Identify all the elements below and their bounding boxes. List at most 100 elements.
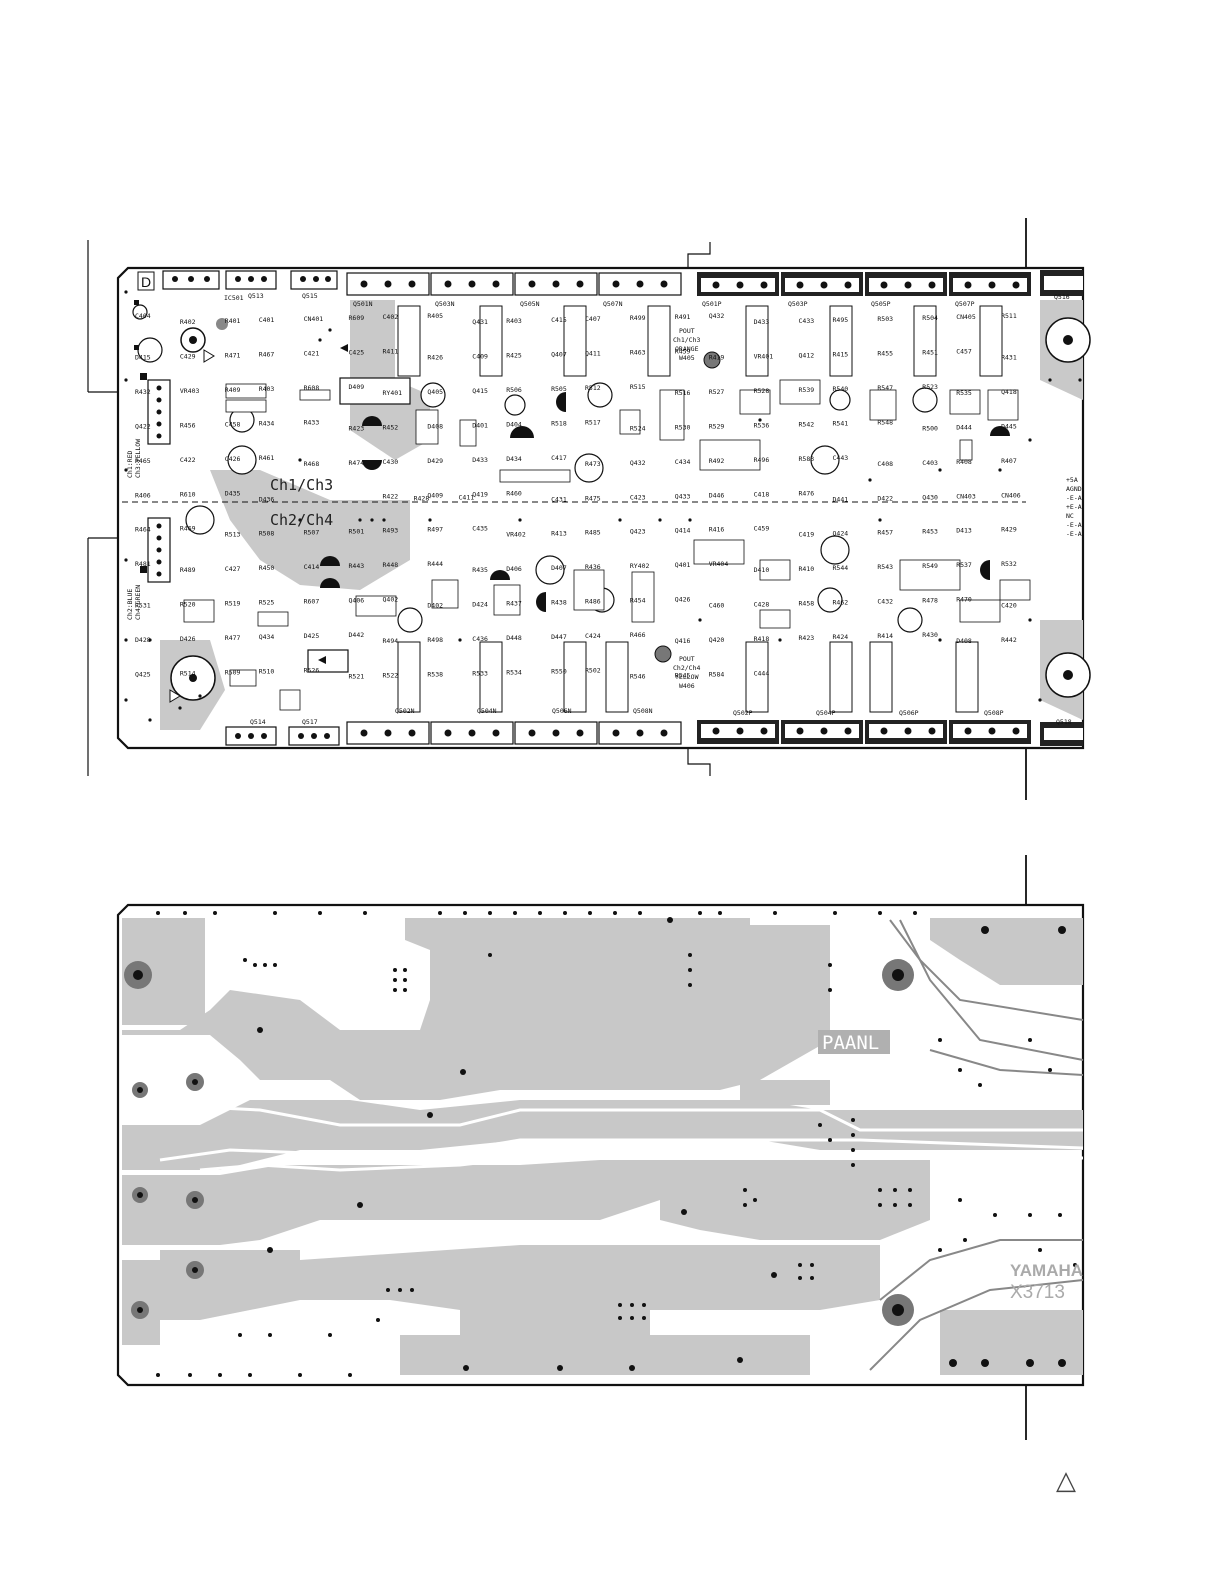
svg-text:Q505P: Q505P <box>871 300 891 308</box>
corner-mark-box <box>137 271 155 291</box>
component-label: R474 <box>349 459 365 467</box>
to92-transistors <box>134 300 1010 612</box>
component-label: R607 <box>304 598 320 606</box>
component-label: VR401 <box>754 353 774 361</box>
component-label: C426 <box>225 455 241 463</box>
component-label: R407 <box>1001 457 1017 465</box>
component-label: R413 <box>551 530 567 538</box>
component-label: R528 <box>754 387 770 395</box>
component-label: Q420 <box>709 636 725 644</box>
component-label: R515 <box>630 383 646 391</box>
component-label: R453 <box>922 528 938 536</box>
component-label: D441 <box>833 495 849 503</box>
component-label: R507 <box>304 529 320 537</box>
component-label: Q422 <box>135 422 151 430</box>
component-label: CN401 <box>304 315 324 323</box>
svg-text:-E-A: -E-A <box>1066 494 1082 502</box>
component-label: D429 <box>427 457 443 465</box>
component-label: R477 <box>225 634 241 642</box>
svg-text:W406: W406 <box>679 682 695 690</box>
component-label: R415 <box>833 351 849 359</box>
component-label: C427 <box>225 565 241 573</box>
component-label: D413 <box>956 527 972 535</box>
component-label: R473 <box>585 460 601 468</box>
component-label: R492 <box>709 457 725 465</box>
component-label: R455 <box>877 350 893 358</box>
component-label: R537 <box>956 561 972 569</box>
component-label: C458 <box>225 420 241 428</box>
component-label: Q418 <box>1001 388 1017 396</box>
component-label: C414 <box>304 563 320 571</box>
component-label: R517 <box>585 418 601 426</box>
component-label: R416 <box>709 526 725 534</box>
component-label: R481 <box>135 560 151 568</box>
component-label: C433 <box>799 317 815 325</box>
component-label: Q411 <box>585 350 601 358</box>
component-label: D447 <box>551 633 567 641</box>
component-label: R540 <box>833 385 849 393</box>
component-label: C435 <box>472 525 488 533</box>
component-label: C419 <box>799 531 815 539</box>
svg-text:Q504P: Q504P <box>816 709 836 717</box>
component-label: R534 <box>506 669 522 677</box>
component-side-board: D Ch1/Ch3 Ch2/Ch4 POUT Ch1/Ch3 ORANGE W4… <box>87 218 1091 800</box>
component-label: R475 <box>585 494 601 502</box>
component-label: RY402 <box>630 562 650 570</box>
component-label: R431 <box>1001 354 1017 362</box>
component-label: VR402 <box>506 531 526 539</box>
component-label: C425 <box>349 349 365 357</box>
component-label: Q414 <box>675 527 691 535</box>
component-label: R403 <box>259 385 275 393</box>
foil-vias <box>156 911 1077 1377</box>
component-label: R509 <box>225 669 241 677</box>
component-label: R532 <box>1001 560 1017 568</box>
component-label: Q416 <box>675 637 691 645</box>
component-label: D408 <box>427 422 443 430</box>
svg-text:Ch3:YELLOW: Ch3:YELLOW <box>134 439 142 478</box>
component-label: Q433 <box>675 492 691 500</box>
component-label: R428 <box>414 494 430 502</box>
component-label: R438 <box>551 599 567 607</box>
component-label: VR403 <box>180 387 200 395</box>
svg-text:Q501N: Q501N <box>353 300 373 308</box>
edge-connector-labels: +5A AGND -E-A +E-A NC -E-A -E-A <box>1066 476 1082 538</box>
component-label: R529 <box>709 422 725 430</box>
component-label: C403 <box>922 459 938 467</box>
svg-text:Q502P: Q502P <box>733 709 753 717</box>
component-label: R533 <box>472 670 488 678</box>
silk-label: PAANL <box>822 1032 879 1054</box>
component-label: Q430 <box>922 493 938 501</box>
svg-text:W405: W405 <box>679 354 695 362</box>
svg-text:Q507N: Q507N <box>603 300 623 308</box>
component-label: R471 <box>225 352 241 360</box>
component-label: R442 <box>1001 636 1017 644</box>
component-label: R496 <box>754 456 770 464</box>
component-label: R448 <box>383 561 399 569</box>
component-label: R443 <box>349 562 365 570</box>
triangle-icon <box>169 689 181 703</box>
foil-side-board: PAANL YAMAHA X3713 <box>0 850 1224 1450</box>
svg-text:+5A: +5A <box>1066 476 1078 484</box>
component-label: D425 <box>304 632 320 640</box>
svg-text:Ch2/Ch4: Ch2/Ch4 <box>673 664 700 672</box>
component-label: R535 <box>956 389 972 397</box>
component-label: R406 <box>135 491 151 499</box>
component-label: R457 <box>877 529 893 537</box>
component-label: CN405 <box>956 313 976 321</box>
component-label: C415 <box>551 316 567 324</box>
component-label: R456 <box>180 421 196 429</box>
component-label: D448 <box>506 634 522 642</box>
component-label: Q415 <box>472 387 488 395</box>
component-label: R435 <box>472 566 488 574</box>
component-label: R478 <box>922 597 938 605</box>
component-label: Q407 <box>551 351 567 359</box>
svg-text:Ch2:BLUE: Ch2:BLUE <box>126 589 134 620</box>
component-label: R513 <box>225 531 241 539</box>
component-label: R501 <box>349 528 365 536</box>
component-label: Q425 <box>135 671 151 679</box>
svg-text:Q517: Q517 <box>302 718 318 726</box>
component-label: CN406 <box>1001 491 1021 499</box>
component-label: R434 <box>259 419 275 427</box>
component-label: C443 <box>833 454 849 462</box>
